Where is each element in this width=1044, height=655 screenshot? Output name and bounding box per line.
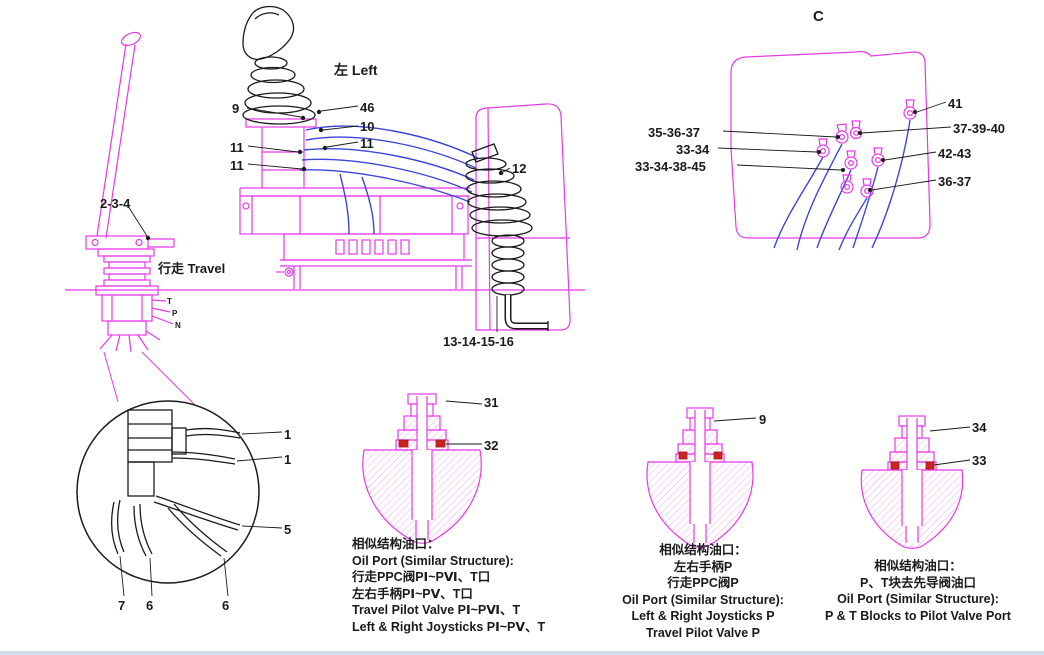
joystick-grip-drawing (242, 5, 316, 125)
callout-5: 5 (284, 522, 292, 537)
note1-line-6: Left & Right Joysticks PⅠ~PⅤ、T (352, 619, 546, 634)
window-bottom-edge (0, 651, 1044, 655)
callout-travel-lever: 2-3-4 (100, 196, 131, 211)
note2-line-4: Oil Port (Similar Structure): (622, 592, 784, 607)
callout-41: 41 (948, 96, 963, 111)
port-letter-n: N (175, 321, 181, 330)
note1-line-3: 行走PPC阀PⅠ~PⅥ、T口 (352, 570, 491, 584)
callout-33-34: 33-34 (676, 142, 710, 157)
callout-7: 7 (118, 598, 126, 613)
note3-line-4: P & T Blocks to Pilot Valve Port (825, 608, 1011, 623)
cross-section-3-drawing (860, 415, 964, 549)
note-oil-port-3: 相似结构油口： P、T块去先导阀油口 Oil Port (Similar Str… (818, 558, 1018, 624)
cross-section-1-drawing (362, 393, 482, 544)
note-oil-port-1: 相似结构油口： Oil Port (Similar Structure): 行走… (352, 536, 545, 635)
callout-11-left-1: 11 (230, 140, 244, 155)
callout-31: 31 (484, 395, 499, 410)
detail-circle-drawing (76, 400, 260, 584)
callout-9: 9 (232, 101, 240, 116)
callout-10: 10 (360, 119, 375, 134)
callout-32: 32 (484, 438, 499, 453)
note-oil-port-2: 相似结构油口： 左右手柄P 行走PPC阀P Oil Port (Similar … (608, 542, 798, 641)
note2-line-2: 左右手柄P (673, 559, 733, 574)
note2-line-3: 行走PPC阀P (667, 576, 739, 590)
callout-1a: 1 (284, 427, 292, 442)
callout-6b: 6 (222, 598, 230, 613)
note1-line-2: Oil Port (Similar Structure): (352, 553, 514, 568)
callout-1b: 1 (284, 452, 292, 467)
callout-46: 46 (360, 100, 375, 115)
label-travel: 行走 Travel (158, 261, 226, 276)
note3-line-2: P、T块去先导阀油口 (860, 575, 976, 590)
callout-34: 34 (972, 420, 987, 435)
callout-11-right: 11 (360, 136, 374, 151)
hose-bellows-drawing (465, 143, 549, 331)
section-c-panel-drawing (730, 50, 931, 251)
panel-hoses-drawing (773, 119, 911, 251)
label-left: 左 Left (334, 62, 378, 78)
callout-6a: 6 (146, 598, 154, 613)
callout-33-34-38-45: 33-34-38-45 (635, 159, 706, 174)
callout-33: 33 (972, 453, 987, 468)
callout-9-section: 9 (759, 412, 767, 427)
callout-36-37: 36-37 (938, 174, 972, 189)
note2-line-1: 相似结构油口： (659, 543, 747, 557)
callout-35-36-37: 35-36-37 (648, 125, 701, 140)
callout-12: 12 (512, 161, 527, 176)
callout-37-39-40: 37-39-40 (953, 121, 1006, 136)
note3-line-3: Oil Port (Similar Structure): (837, 592, 999, 606)
hydraulic-hoses-drawing (299, 125, 479, 235)
note2-line-5: Left & Right Joysticks P (631, 609, 775, 623)
note1-line-1: 相似结构油口： (352, 537, 440, 551)
note3-line-1: 相似结构油口： (874, 559, 962, 573)
callout-42-43: 42-43 (938, 146, 972, 161)
callout-11-left-2: 11 (230, 158, 244, 173)
callout-13-14-15-16: 13-14-15-16 (443, 334, 514, 349)
cross-section-2-drawing (646, 407, 754, 548)
callout-leader-lines (119, 101, 971, 597)
label-section-c: C (813, 8, 824, 25)
panel-fittings-drawing (816, 99, 917, 198)
port-letter-t: T (167, 297, 172, 306)
travel-lever-drawing (85, 31, 195, 405)
port-letter-p: P (172, 309, 178, 318)
seat-frame-drawing (475, 103, 571, 331)
note1-line-4: 左右手柄PⅠ~PⅤ、T口 (352, 586, 473, 601)
note1-line-5: Travel Pilot Valve PⅠ~PⅥ、T (352, 603, 521, 617)
console-drawing (65, 118, 585, 291)
note2-line-6: Travel Pilot Valve P (646, 625, 760, 640)
